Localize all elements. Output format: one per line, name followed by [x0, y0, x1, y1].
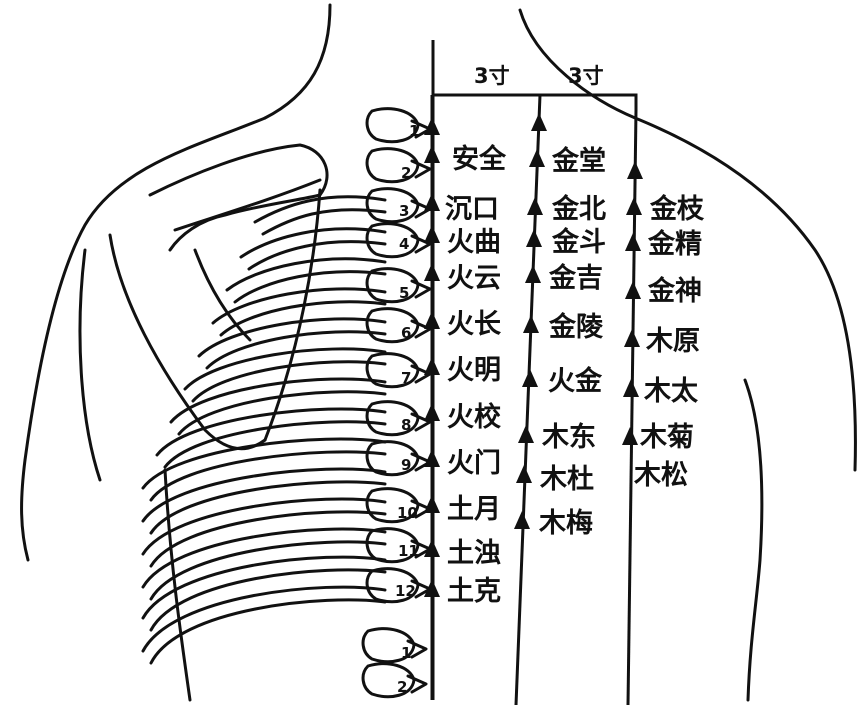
point-label-line1-7: 火校 — [447, 401, 501, 433]
point-label-line1-11: 土克 — [447, 575, 501, 607]
point-label-line3-7: 木松 — [633, 460, 688, 491]
point-label-line2-8: 木杜 — [539, 464, 594, 495]
point-label-line1-9: 土月 — [447, 494, 501, 525]
point-marker — [424, 311, 440, 329]
point-label-line2-1: 金堂 — [551, 145, 606, 177]
point-label-line3-3: 金神 — [647, 275, 702, 307]
point-marker — [622, 427, 638, 445]
point-marker — [527, 197, 543, 215]
point-label-line1-8: 火门 — [447, 448, 501, 479]
point-marker — [424, 495, 440, 513]
back-right-inner-contour — [745, 380, 762, 700]
vertebra-number-t8: 8 — [401, 416, 411, 434]
vertebra-number-t2: 2 — [401, 164, 411, 182]
point-marker — [516, 465, 532, 483]
vertebra-number-t1: 1 — [409, 122, 419, 140]
vertebra-number-t7: 7 — [401, 369, 411, 387]
vertebra-number-t11: 11 — [398, 542, 419, 560]
point-label-line2-6: 火金 — [548, 365, 603, 397]
vertebra-number-t5: 5 — [399, 284, 409, 302]
vertebra-body — [367, 189, 418, 222]
point-marker — [625, 233, 641, 251]
point-label-line1-6: 火明 — [447, 355, 501, 386]
vertebra-number-t12: 12 — [395, 582, 416, 600]
rib-lower-edge — [165, 422, 385, 467]
vertebra-number-t10: 10 — [397, 504, 418, 522]
point-marker — [424, 449, 440, 467]
point-marker — [626, 197, 642, 215]
rib-upper-edge — [143, 587, 385, 651]
dimension-label-right: 3寸 — [568, 64, 604, 88]
point-marker — [424, 145, 440, 163]
vertebra-number-t9: 9 — [401, 456, 411, 474]
point-label-line1-1: 安全 — [452, 143, 507, 175]
line2-labels: 金堂 金北 金斗 金吉 金陵 火金 木东 木杜 木梅 — [538, 145, 606, 539]
line2-vertical — [516, 95, 540, 705]
point-marker — [514, 511, 530, 529]
scapula-lateral-border — [110, 235, 265, 449]
point-label-line1-5: 火长 — [447, 309, 502, 340]
point-marker — [518, 425, 534, 443]
rib-upper-edge — [143, 499, 385, 554]
point-label-line3-2: 金精 — [647, 228, 702, 260]
point-label-line3-6: 木菊 — [639, 422, 694, 453]
scapula — [110, 145, 327, 449]
rib-lower-edge — [151, 600, 385, 663]
vertebra-body — [367, 224, 418, 257]
point-label-line3-4: 木原 — [645, 326, 700, 357]
point-marker — [627, 161, 643, 179]
rib-cage — [143, 197, 385, 663]
vertebra-number-t6: 6 — [401, 324, 411, 342]
point-label-line2-2: 金北 — [551, 193, 606, 225]
vertebra-number-t3: 3 — [399, 202, 409, 220]
point-marker — [522, 369, 538, 387]
point-marker — [424, 263, 440, 281]
point-marker — [424, 403, 440, 421]
line3-labels: 金枝 金精 金神 木原 木太 木菊 木松 — [633, 193, 705, 491]
point-marker — [424, 225, 440, 243]
vertebra-number-t4: 4 — [399, 235, 409, 253]
vertebra-number-l2: 2 — [397, 678, 407, 696]
line1-labels: 安全 沉口 火曲 火云 火长 火明 火校 火门 土月 土浊 土克 — [445, 143, 507, 607]
point-label-line3-5: 木太 — [643, 376, 699, 407]
point-label-line2-9: 木梅 — [538, 508, 593, 539]
neck-left-contour — [265, 5, 330, 118]
point-marker — [625, 281, 641, 299]
point-marker — [424, 357, 440, 375]
point-marker — [623, 379, 639, 397]
point-marker — [424, 193, 440, 211]
point-marker — [624, 329, 640, 347]
point-label-line2-5: 金陵 — [548, 311, 604, 343]
point-marker — [531, 113, 547, 131]
point-label-line2-7: 木东 — [541, 421, 596, 453]
point-label-line1-4: 火云 — [447, 263, 501, 294]
point-label-line2-4: 金吉 — [548, 262, 603, 294]
rib-lower-edge — [249, 242, 385, 269]
point-label-line1-2: 沉口 — [445, 194, 499, 225]
vertebra-number-l1: 1 — [401, 644, 411, 662]
point-marker — [525, 265, 541, 283]
point-label-line1-10: 土浊 — [447, 538, 501, 569]
arm-left-contour — [80, 250, 100, 480]
point-label-line1-3: 火曲 — [447, 227, 501, 258]
point-marker — [523, 315, 539, 333]
scapula-detail — [195, 250, 250, 340]
point-marker — [529, 149, 545, 167]
point-label-line3-1: 金枝 — [649, 193, 705, 225]
dimension-label-left: 3寸 — [474, 64, 510, 88]
point-label-line2-3: 金斗 — [551, 226, 606, 258]
point-marker — [526, 229, 542, 247]
